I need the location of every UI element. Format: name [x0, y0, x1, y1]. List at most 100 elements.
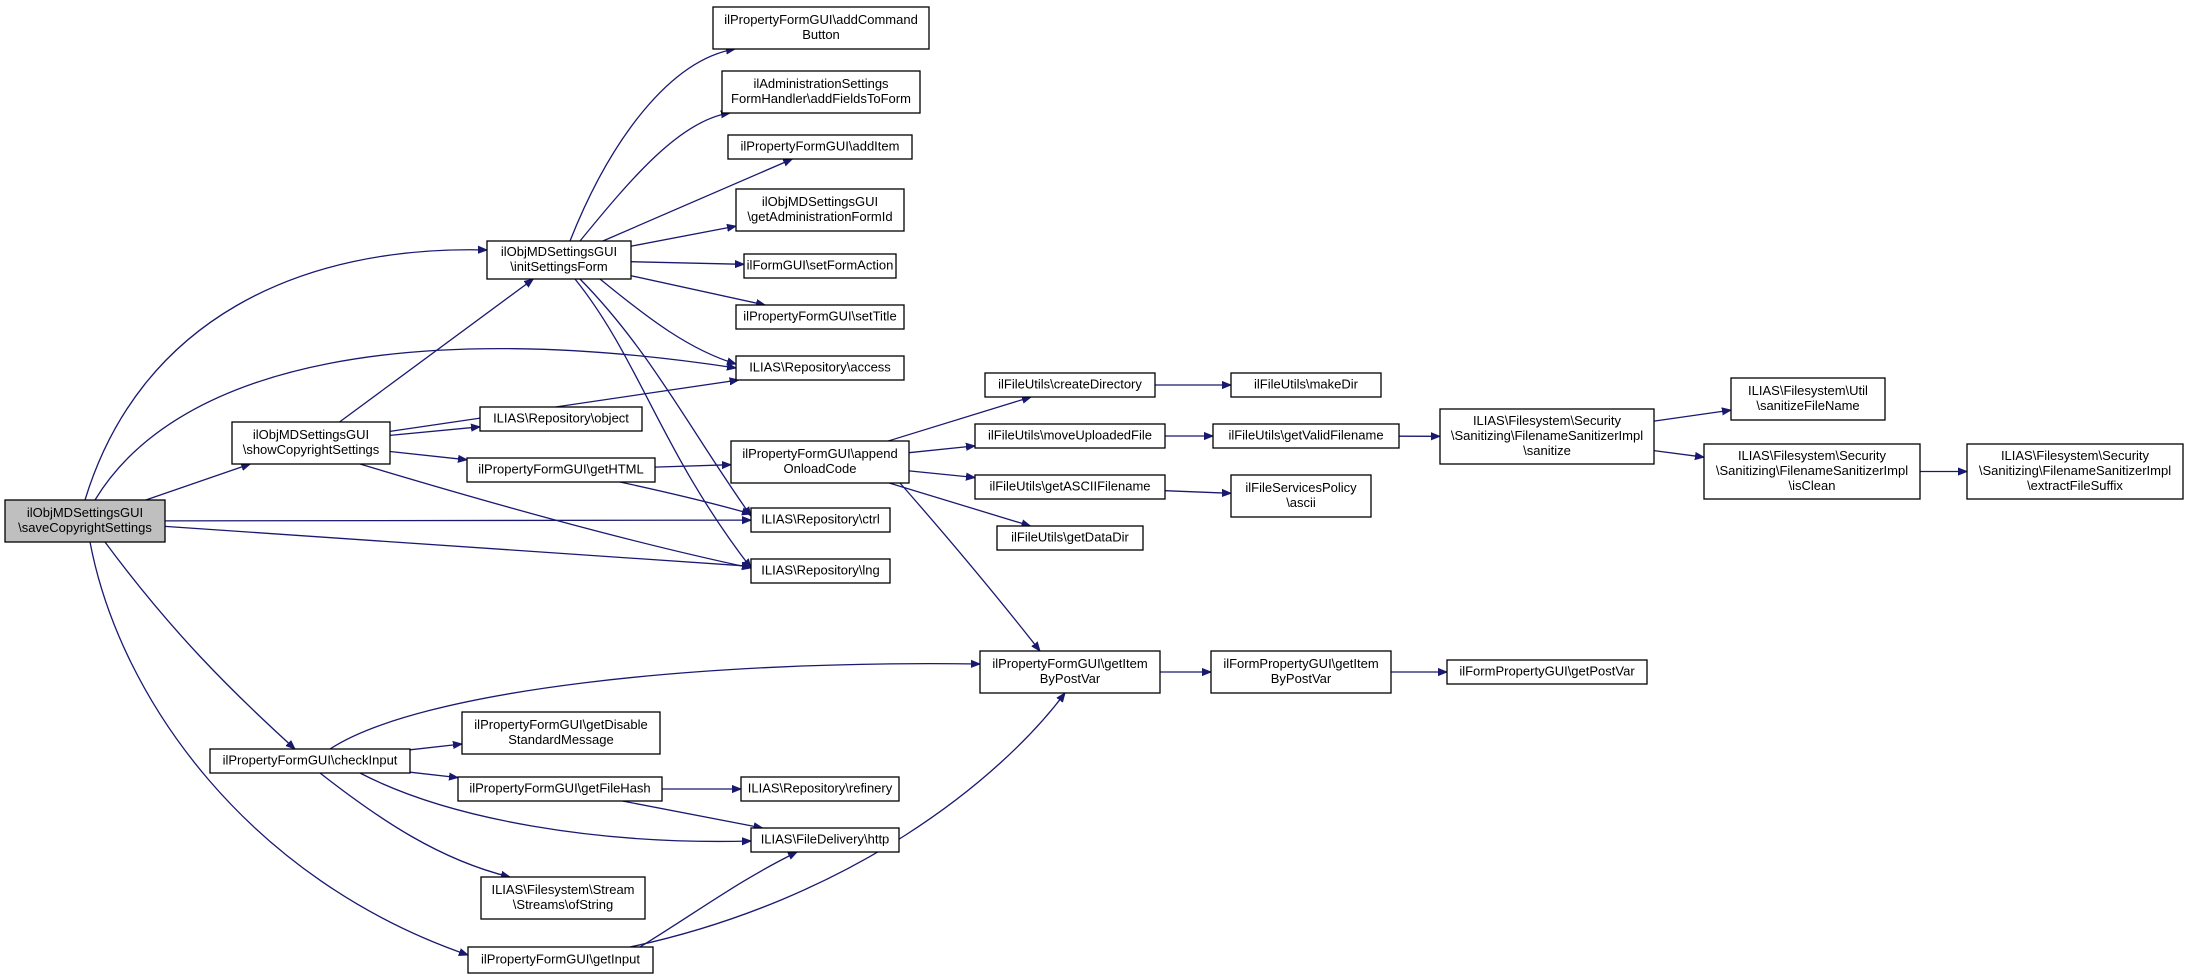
edge-appendOnload-to-moveUploaded [908, 446, 975, 454]
node-label-line: \getAdministrationFormId [747, 209, 892, 224]
node-ctrl[interactable]: ILIAS\Repository\ctrl [750, 507, 891, 533]
node-label-line: \sanitize [1523, 443, 1571, 458]
node-addItem[interactable]: ilPropertyFormGUI\addItem [727, 134, 913, 160]
node-label-line: \Sanitizing\FilenameSanitizerImpl [1716, 463, 1908, 478]
node-moveUploaded[interactable]: ilFileUtils\moveUploadedFile [974, 423, 1166, 449]
node-label-line: ilPropertyFormGUI\addCommand [724, 12, 918, 27]
node-getPostVar[interactable]: ilFormPropertyGUI\getPostVar [1446, 659, 1648, 685]
node-label-line: ilPropertyFormGUI\getInput [481, 952, 640, 967]
node-label-line: \Sanitizing\FilenameSanitizerImpl [1451, 428, 1643, 443]
node-root[interactable]: ilObjMDSettingsGUI\saveCopyrightSettings [4, 499, 166, 543]
node-label-line: ILIAS\Filesystem\Security [1738, 448, 1887, 463]
node-sanitize[interactable]: ILIAS\Filesystem\Security\Sanitizing\Fil… [1439, 408, 1655, 465]
edge-sanitize-to-isClean [1653, 449, 1704, 458]
node-refinery[interactable]: ILIAS\Repository\refinery [740, 776, 900, 802]
node-showCopyright[interactable]: ilObjMDSettingsGUI\showCopyrightSettings [231, 421, 391, 465]
node-box [461, 711, 661, 755]
node-box [730, 440, 910, 484]
node-box [1446, 659, 1648, 685]
edge-appendOnload-to-getASCII [908, 470, 975, 478]
edge-sanitize-to-sanitizeFileName [1653, 410, 1731, 422]
node-ascii[interactable]: ilFileServicesPolicy\ascii [1230, 474, 1372, 518]
node-box [1230, 372, 1382, 398]
node-box [984, 372, 1156, 398]
node-label-line: \Streams\ofString [513, 897, 613, 912]
node-http[interactable]: ILIAS\FileDelivery\http [750, 827, 900, 853]
node-access[interactable]: ILIAS\Repository\access [735, 355, 905, 381]
node-getValidFilename[interactable]: ilFileUtils\getValidFilename [1212, 423, 1400, 449]
edge-root-to-ctrl [164, 520, 751, 521]
node-box [1966, 443, 2184, 500]
node-sanitizeFileName[interactable]: ILIAS\Filesystem\Util\sanitizeFileName [1730, 377, 1886, 421]
edge-initSettingsForm-to-access [599, 278, 736, 364]
node-getAdminFormId[interactable]: ilObjMDSettingsGUI\getAdministrationForm… [735, 188, 905, 232]
node-checkInput[interactable]: ilPropertyFormGUI\checkInput [209, 748, 411, 774]
edge-initSettingsForm-to-lng [574, 278, 751, 568]
edge-root-to-showCopyright [145, 464, 250, 501]
node-box [750, 558, 891, 584]
node-setTitle[interactable]: ilPropertyFormGUI\setTitle [735, 304, 905, 330]
node-getDisable[interactable]: ilPropertyFormGUI\getDisableStandardMess… [461, 711, 661, 755]
node-createDirectory[interactable]: ilFileUtils\createDirectory [984, 372, 1156, 398]
node-label-line: ILIAS\Repository\access [749, 360, 891, 375]
node-getInput[interactable]: ilPropertyFormGUI\getInput [467, 946, 654, 974]
node-box [750, 507, 891, 533]
node-initSettingsForm[interactable]: ilObjMDSettingsGUI\initSettingsForm [486, 240, 632, 280]
edge-checkInput-to-getItemByPostVar [329, 664, 980, 750]
node-label-line: ilFileUtils\getDataDir [1011, 530, 1129, 545]
node-makeDir[interactable]: ilFileUtils\makeDir [1230, 372, 1382, 398]
node-getFileHash[interactable]: ilPropertyFormGUI\getFileHash [457, 776, 663, 802]
node-box [1212, 423, 1400, 449]
node-label-line: ilFileServicesPolicy [1245, 480, 1357, 495]
node-isClean[interactable]: ILIAS\Filesystem\Security\Sanitizing\Fil… [1703, 443, 1921, 500]
edge-showCopyright-to-object [389, 427, 480, 437]
node-label-line: \sanitizeFileName [1756, 398, 1859, 413]
node-getASCII[interactable]: ilFileUtils\getASCIIFilename [974, 474, 1166, 500]
node-box [996, 525, 1144, 551]
node-label-line: ilPropertyFormGUI\addItem [741, 139, 900, 154]
node-label-line: ILIAS\Repository\object [493, 411, 629, 426]
node-label-line: ilObjMDSettingsGUI [27, 505, 143, 520]
node-label-line: ilFileUtils\makeDir [1254, 377, 1359, 392]
node-object[interactable]: ILIAS\Repository\object [479, 406, 643, 432]
edge-showCopyright-to-getHTML [389, 450, 467, 460]
node-label-line: ilPropertyFormGUI\checkInput [223, 753, 398, 768]
node-label-line: ILIAS\Repository\refinery [748, 781, 893, 796]
node-label-line: ilPropertyFormGUI\getItem [992, 656, 1147, 671]
edge-showCopyright-to-lng [359, 463, 751, 568]
edge-root-to-access [94, 347, 736, 501]
edge-root-to-lng [164, 525, 751, 566]
node-getDataDir[interactable]: ilFileUtils\getDataDir [996, 525, 1144, 551]
edge-getFileHash-to-http [622, 800, 762, 828]
node-lng[interactable]: ILIAS\Repository\lng [750, 558, 891, 584]
node-getHTML[interactable]: ilPropertyFormGUI\getHTML [466, 457, 656, 483]
node-label-line: \ascii [1286, 495, 1316, 510]
node-box [1210, 650, 1392, 694]
edge-checkInput-to-http [359, 772, 751, 841]
node-box [1230, 474, 1372, 518]
edge-getHTML-to-ctrl [619, 481, 751, 514]
node-label-line: ilObjMDSettingsGUI [253, 427, 369, 442]
node-label-line: ilPropertyFormGUI\getHTML [478, 462, 643, 477]
node-box [480, 876, 646, 920]
node-setFormAction[interactable]: ilFormGUI\setFormAction [743, 253, 897, 279]
node-label-line: \initSettingsForm [510, 259, 608, 274]
node-extractFileSuffix[interactable]: ILIAS\Filesystem\Security\Sanitizing\Fil… [1966, 443, 2184, 500]
node-label-line: ILIAS\Filesystem\Security [1473, 413, 1622, 428]
edge-initSettingsForm-to-setTitle [630, 275, 765, 305]
edge-appendOnload-to-getItemByPostVar [899, 482, 1040, 651]
edge-initSettingsForm-to-setFormAction [630, 262, 744, 265]
node-label-line: OnloadCode [784, 461, 857, 476]
node-box [735, 188, 905, 232]
node-box [1703, 443, 1921, 500]
node-label-line: ilFileUtils\createDirectory [998, 377, 1142, 392]
node-box [721, 70, 921, 114]
node-label-line: ilFileUtils\getASCIIFilename [989, 479, 1150, 494]
node-ofString[interactable]: ILIAS\Filesystem\Stream\Streams\ofString [480, 876, 646, 920]
node-label-line: ILIAS\FileDelivery\http [761, 832, 890, 847]
node-addFields[interactable]: ilAdministrationSettingsFormHandler\addF… [721, 70, 921, 114]
